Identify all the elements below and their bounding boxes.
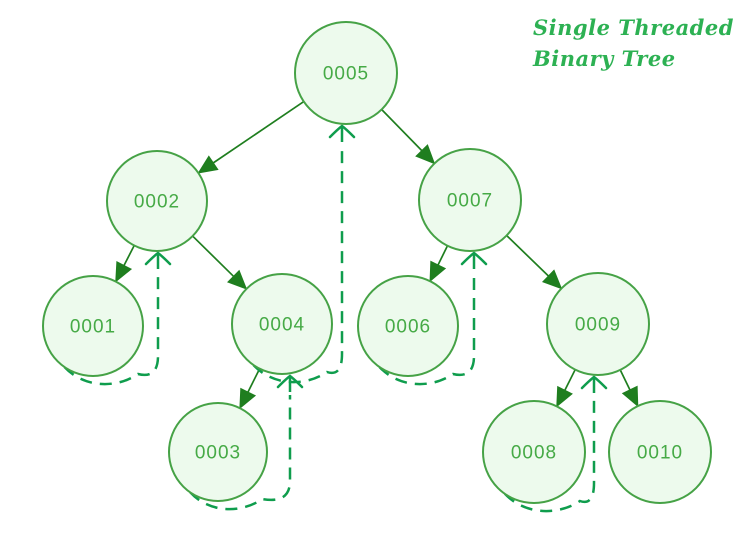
edge-arrowhead-0004-0003 — [239, 387, 257, 410]
edge-0005-0002 — [212, 100, 305, 164]
edge-0007-0009 — [506, 234, 550, 277]
node-label-0005: 0005 — [323, 64, 369, 85]
tree-node-0006 — [357, 275, 459, 377]
thread-0003-0004 — [189, 395, 292, 511]
edge-0009-0010 — [619, 369, 631, 391]
node-label-0002: 0002 — [134, 192, 180, 213]
tree-node-0007 — [418, 148, 522, 252]
diagram-title-line1: Single Threaded — [533, 15, 734, 40]
edge-0007-0006 — [437, 245, 449, 266]
edge-0009-0008 — [564, 369, 576, 391]
node-label-0009: 0009 — [575, 315, 621, 336]
node-label-0010: 0010 — [637, 443, 683, 464]
tree-node-0009 — [546, 272, 650, 376]
edge-arrowhead-0005-0002 — [197, 155, 219, 174]
thread-0008-0009 — [503, 396, 596, 513]
tree-node-0005 — [294, 21, 398, 125]
thread-arrowhead-0001-0002 — [144, 251, 172, 266]
edge-0004-0003 — [247, 368, 261, 393]
tree-node-0001 — [42, 275, 144, 377]
thread-arrowhead-0004-0005 — [328, 124, 356, 139]
edge-arrowhead-0007-0006 — [429, 260, 447, 283]
edge-arrowhead-0002-0001 — [115, 261, 133, 283]
tree-node-0002 — [106, 150, 208, 252]
edge-arrowhead-0009-0008 — [556, 385, 573, 408]
edge-arrowhead-0009-0010 — [621, 385, 639, 408]
thread-arrowhead-0003-0004 — [276, 374, 304, 389]
node-label-0004: 0004 — [259, 315, 305, 336]
thread-arrowhead-0006-0007 — [460, 251, 488, 266]
node-label-0006: 0006 — [385, 317, 431, 338]
node-label-0008: 0008 — [511, 443, 557, 464]
edge-arrowhead-0002-0004 — [227, 269, 248, 290]
thread-0006-0007 — [378, 272, 476, 386]
thread-0001-0002 — [63, 272, 160, 386]
edge-0002-0004 — [192, 235, 235, 277]
tree-node-0008 — [482, 400, 586, 504]
diagram-title: Single Threaded Binary Tree — [533, 12, 743, 74]
edge-arrowhead-0005-0007 — [415, 144, 436, 165]
tree-node-0003 — [168, 402, 268, 502]
edge-arrowhead-0007-0009 — [541, 269, 563, 290]
tree-node-0010 — [608, 400, 712, 504]
node-label-0007: 0007 — [447, 191, 493, 212]
thread-arrowhead-0008-0009 — [580, 375, 608, 390]
tree-node-0004 — [231, 273, 333, 375]
node-label-0003: 0003 — [195, 443, 241, 464]
edge-0005-0007 — [381, 108, 423, 152]
diagram-title-line2: Binary Tree — [533, 46, 676, 71]
thread-0004-0005 — [252, 145, 344, 384]
node-label-0001: 0001 — [70, 317, 116, 338]
edge-0002-0001 — [123, 245, 135, 266]
